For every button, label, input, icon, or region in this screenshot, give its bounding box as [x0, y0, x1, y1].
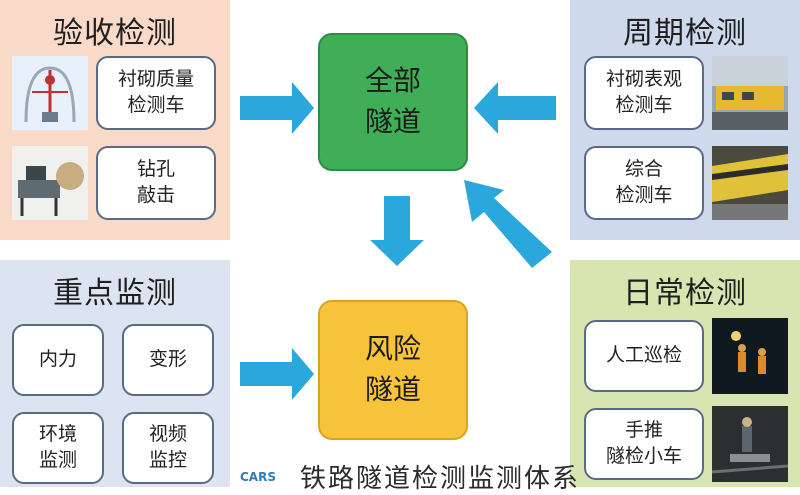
diagram-caption: 铁路隧道检测监测体系 [300, 464, 581, 494]
deformation-box: 变形 [122, 324, 214, 396]
cars-logo-text: CARS [240, 470, 276, 484]
video-monitoring-box: 视频 监控 [122, 412, 214, 484]
periodic-title: 周期检测 [623, 16, 747, 51]
periodic-panel: 周期检测 衬砌表观 检测车 综合 检测车 [570, 0, 800, 240]
hand-push-cart-image [712, 406, 788, 482]
comprehensive-vehicle-box: 综合 检测车 [584, 146, 704, 220]
arrow-daily-to-all [464, 180, 552, 268]
comprehensive-train-image [712, 146, 788, 220]
key-monitoring-title: 重点监测 [53, 276, 177, 311]
cars-logo: CARS [234, 466, 290, 487]
acceptance-title: 验收检测 [53, 16, 177, 51]
environment-monitoring-box: 环境 监测 [12, 412, 104, 484]
surface-inspection-train-image [712, 56, 788, 130]
risk-tunnels-node: 风险 隧道 [318, 300, 468, 440]
manual-patrol-box: 人工巡检 [584, 320, 704, 392]
manual-patrol-image [712, 318, 788, 394]
internal-force-box: 内力 [12, 324, 104, 396]
arrow-key-to-risk [240, 348, 314, 400]
all-tunnels-node: 全部 隧道 [318, 33, 468, 171]
lining-quality-vehicle-box: 衬砌质量 检测车 [96, 56, 216, 130]
hand-push-cart-box: 手推 隧检小车 [584, 408, 704, 480]
lining-inspection-vehicle-image [12, 56, 88, 130]
arrow-all-to-risk [370, 196, 424, 266]
acceptance-panel: 验收检测 衬砌质量 检测车 钻孔 敲击 [0, 0, 230, 240]
key-monitoring-panel: 重点监测 内力 变形 环境 监测 视频 监控 [0, 260, 230, 487]
daily-panel: 日常检测 人工巡检 手推 隧检小车 [570, 260, 800, 487]
drilling-knocking-box: 钻孔 敲击 [96, 146, 216, 220]
arrow-acceptance-to-all [240, 82, 314, 134]
arrow-periodic-to-all [474, 82, 556, 134]
drilling-machine-image [12, 146, 88, 220]
lining-surface-vehicle-box: 衬砌表观 检测车 [584, 56, 704, 130]
daily-title: 日常检测 [623, 276, 747, 311]
